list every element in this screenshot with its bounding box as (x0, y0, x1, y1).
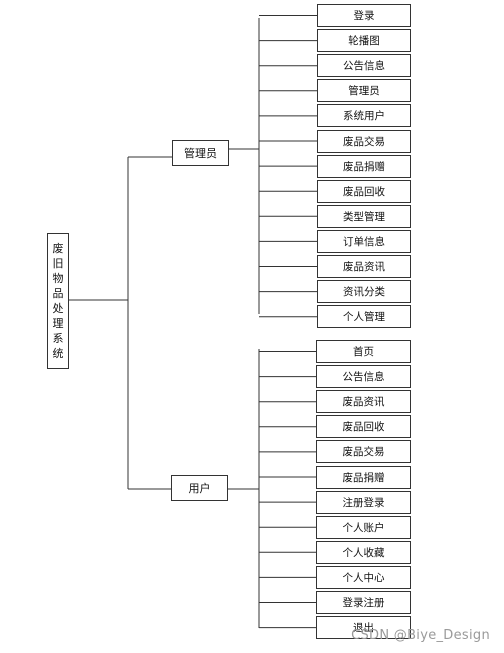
user-item: 公告信息 (316, 365, 411, 389)
user-node: 用户 (171, 475, 228, 501)
user-item: 退出 (316, 616, 411, 640)
user-item: 废品捐赠 (316, 465, 411, 489)
user-item: 废品交易 (316, 440, 411, 464)
root-char: 处 (52, 302, 64, 315)
user-item: 废品回收 (316, 415, 411, 439)
admin-item: 登录 (317, 4, 411, 27)
admin-item: 轮播图 (317, 29, 411, 53)
admin-item: 个人管理 (317, 305, 411, 329)
user-item: 注册登录 (316, 490, 411, 514)
root-char: 废 (52, 242, 64, 255)
root-char: 统 (52, 347, 64, 360)
admin-item: 废品捐赠 (317, 154, 411, 178)
user-item: 个人收藏 (316, 540, 411, 564)
admin-node: 管理员 (172, 140, 229, 166)
admin-item: 公告信息 (317, 54, 411, 78)
admin-item: 系统用户 (317, 104, 411, 128)
root-char: 旧 (52, 257, 64, 270)
admin-item: 类型管理 (317, 204, 411, 228)
admin-item: 废品资讯 (317, 255, 411, 278)
root-char: 品 (52, 287, 64, 300)
root-char: 物 (52, 272, 64, 285)
user-item: 废品资讯 (316, 390, 411, 414)
admin-item: 资讯分类 (317, 280, 411, 304)
root-char: 系 (52, 332, 64, 345)
admin-item: 管理员 (317, 79, 411, 103)
admin-item: 废品回收 (317, 179, 411, 203)
user-item: 首页 (316, 340, 411, 363)
root-char: 理 (52, 317, 64, 330)
user-item: 个人中心 (316, 565, 411, 589)
root-node: 废旧物品处理系统 (47, 233, 69, 369)
user-item: 个人账户 (316, 515, 411, 539)
admin-item: 废品交易 (317, 129, 411, 153)
admin-item: 订单信息 (317, 229, 411, 253)
user-item: 登录注册 (316, 591, 411, 614)
watermark: CSDN @Biye_Design (351, 628, 490, 643)
